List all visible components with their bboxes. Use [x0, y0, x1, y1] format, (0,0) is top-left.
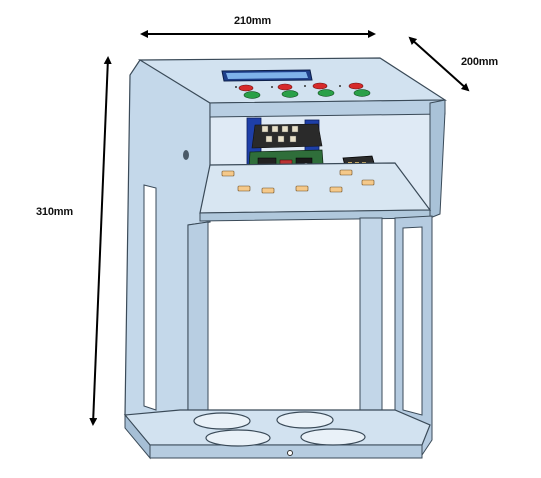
right-side-panel	[429, 99, 446, 219]
depth-dimension-arrow	[408, 36, 470, 92]
foot-hole-4	[300, 428, 366, 446]
base-left-edge	[124, 413, 151, 460]
push-button-red-3	[312, 82, 328, 90]
foot-hole-2	[276, 411, 334, 429]
push-button-red-1	[238, 84, 254, 92]
push-button-red-4	[348, 82, 364, 90]
height-dimension-arrow	[89, 56, 112, 426]
front-left-leg	[187, 221, 209, 441]
push-button-red-2	[277, 83, 293, 91]
left-side-cutout	[143, 184, 157, 411]
shelf-slots	[221, 169, 375, 194]
foot-holes	[193, 411, 366, 447]
push-buttons	[235, 82, 371, 99]
lcd-display-screen	[226, 72, 308, 79]
foot-hole-1	[193, 412, 251, 430]
side-mounting-hole	[183, 150, 189, 160]
push-button-green-1	[243, 91, 261, 99]
width-dimension-label: 210mm	[234, 15, 271, 27]
push-button-green-2	[281, 90, 299, 98]
top-front-lip	[209, 99, 446, 118]
base-front-edge	[149, 444, 423, 459]
base-screw	[287, 450, 293, 456]
push-button-green-3	[317, 89, 335, 97]
base-plate	[123, 409, 431, 446]
depth-dimension-label: 200mm	[461, 56, 498, 68]
right-side-cutout	[402, 226, 423, 416]
height-dimension-label: 310mm	[36, 206, 73, 218]
push-button-green-4	[353, 89, 371, 97]
foot-hole-3	[205, 429, 271, 447]
electronics-shelf	[199, 162, 432, 214]
front-right-leg	[359, 217, 383, 431]
